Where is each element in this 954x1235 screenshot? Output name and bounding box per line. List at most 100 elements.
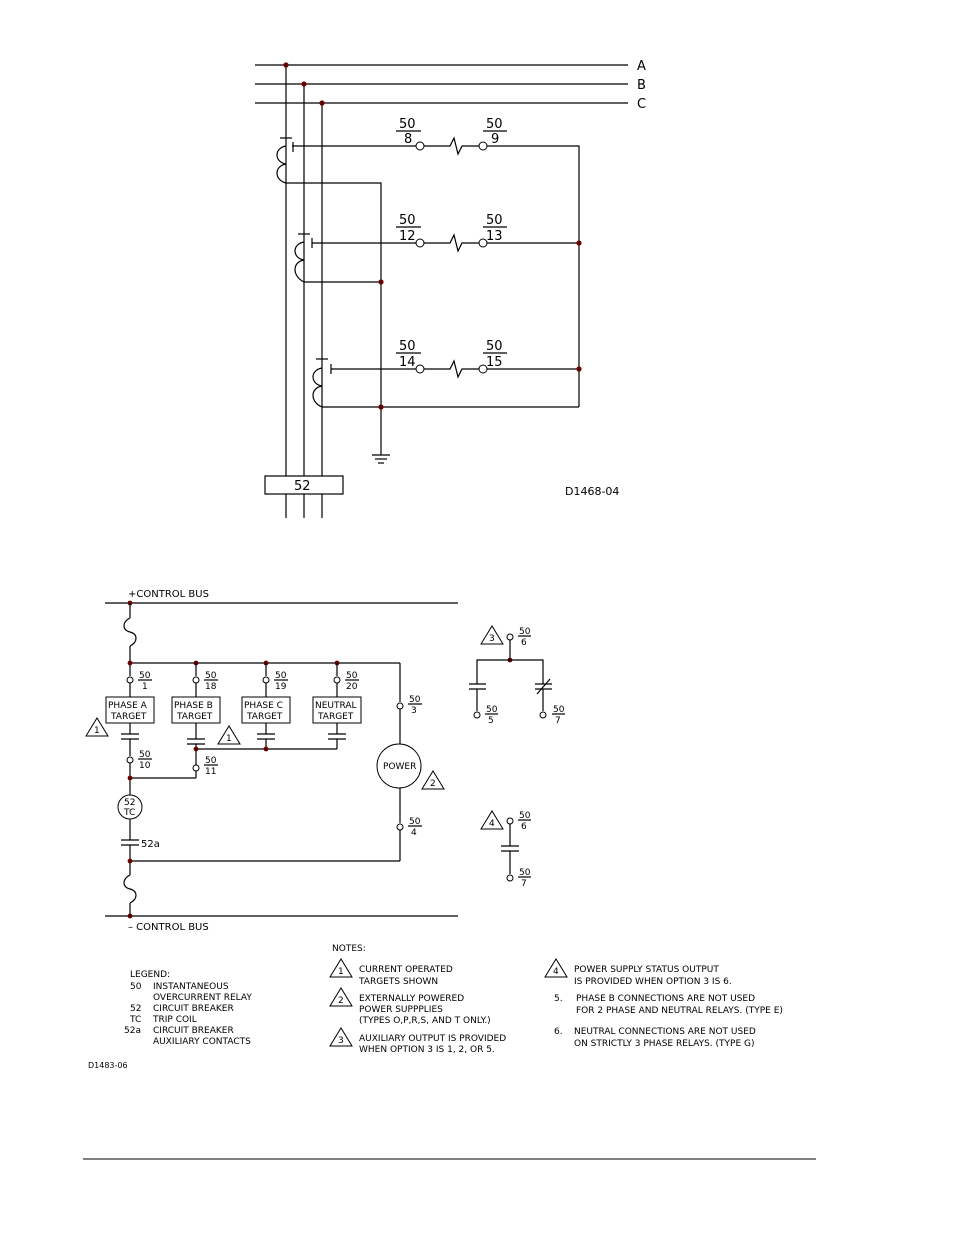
svg-text:19: 19 <box>275 682 287 692</box>
svg-text:50: 50 <box>486 705 498 715</box>
svg-text:4: 4 <box>489 819 495 829</box>
relay-return-bus <box>487 145 580 407</box>
svg-text:6: 6 <box>521 822 527 832</box>
terminal-label-50-11: 50 <box>205 756 217 766</box>
svg-text:10: 10 <box>139 761 151 771</box>
svg-text:TC: TC <box>123 808 135 818</box>
svg-text:OVERCURRENT RELAY: OVERCURRENT RELAY <box>153 993 252 1003</box>
fuse-bottom <box>123 874 137 904</box>
phase-b-label: B <box>637 78 646 93</box>
svg-text:5.: 5. <box>554 994 563 1004</box>
svg-text:PHASE A: PHASE A <box>108 701 148 711</box>
terminal-label-50-14: 50 14 <box>396 339 421 370</box>
junction-dot <box>283 62 289 68</box>
svg-text:6: 6 <box>521 638 527 648</box>
svg-text:CURRENT OPERATED: CURRENT OPERATED <box>359 965 453 975</box>
legend: LEGEND: 50 INSTANTANEOUS OVERCURRENT REL… <box>124 970 252 1047</box>
ct-return-a <box>286 182 382 455</box>
svg-text:PHASE B: PHASE B <box>174 701 213 711</box>
svg-text:EXTERNALLY POWERED: EXTERNALLY POWERED <box>359 994 464 1004</box>
ct-phase-a <box>276 137 294 184</box>
svg-text:14: 14 <box>399 355 416 370</box>
svg-text:TRIP COIL: TRIP COIL <box>152 1015 197 1025</box>
svg-text:11: 11 <box>205 767 216 777</box>
note-5: 5. PHASE B CONNECTIONS ARE NOT USED FOR … <box>554 994 783 1016</box>
svg-text:50: 50 <box>486 213 503 228</box>
drawing-id-bottom: D1483-06 <box>88 1061 128 1070</box>
svg-text:3: 3 <box>489 634 495 644</box>
control-circuit-diagram: +CONTROL BUS – CONTROL BUS 50 1 PHASE A … <box>85 589 458 933</box>
svg-text:50: 50 <box>205 671 217 681</box>
svg-text:1: 1 <box>338 967 344 977</box>
svg-text:WHEN OPTION 3 IS 1, 2, OR 5: WHEN OPTION 3 IS 1, 2, OR 5. <box>359 1045 495 1055</box>
target-phase-a: 50 1 PHASE A TARGET <box>105 671 155 756</box>
svg-text:50: 50 <box>519 811 531 821</box>
svg-text:12: 12 <box>399 229 416 244</box>
note-triangle-1: 1 <box>217 725 241 745</box>
svg-text:52a: 52a <box>124 1026 141 1036</box>
terminal-label-50-10: 50 <box>139 750 151 760</box>
svg-text:TC: TC <box>129 1015 141 1025</box>
svg-text:8: 8 <box>404 132 412 147</box>
svg-text:3: 3 <box>338 1036 344 1046</box>
junction-dot <box>378 279 384 285</box>
svg-text:50: 50 <box>346 671 358 681</box>
breaker-label: 52 <box>294 479 311 494</box>
terminal-label-50-12: 50 12 <box>396 213 421 244</box>
svg-text:50: 50 <box>486 117 503 132</box>
junction-dot <box>576 240 582 246</box>
junction-dot <box>378 404 384 410</box>
phase-c-label: C <box>637 97 646 112</box>
notes-title: NOTES: <box>332 944 366 954</box>
svg-text:50: 50 <box>486 339 503 354</box>
svg-text:50: 50 <box>130 982 142 992</box>
svg-text:TARGET: TARGET <box>110 712 147 722</box>
terminal-label-50-15: 50 15 <box>483 339 507 370</box>
svg-text:5: 5 <box>488 716 494 726</box>
drawing-id-top: D1468-04 <box>565 485 619 498</box>
svg-text:FOR 2 PHASE AND NEUTRAL RELAYS: FOR 2 PHASE AND NEUTRAL RELAYS. (TYPE E) <box>576 1006 783 1016</box>
svg-text:TARGET: TARGET <box>176 712 213 722</box>
relay-element-b <box>415 233 488 253</box>
svg-text:9: 9 <box>491 132 499 147</box>
negative-bus-label: – CONTROL BUS <box>128 922 209 933</box>
note-4: 4 POWER SUPPLY STATUS OUTPUT IS PROVIDED… <box>544 958 732 987</box>
relay-element-c <box>415 359 488 379</box>
svg-text:NEUTRAL: NEUTRAL <box>315 701 357 711</box>
note-3: 3 AUXILIARY OUTPUT IS PROVIDED WHEN OPTI… <box>329 1027 506 1055</box>
relay-element-a <box>415 136 488 156</box>
ground-symbol <box>372 454 390 464</box>
notes: NOTES: 1 CURRENT OPERATED TARGETS SHOWN … <box>329 944 783 1055</box>
terminal-label-50-8: 50 8 <box>396 117 421 147</box>
svg-text:IS PROVIDED WHEN OPTION 3: IS PROVIDED WHEN OPTION 3 IS 6. <box>574 977 732 987</box>
svg-text:50: 50 <box>553 705 565 715</box>
target-neutral: 50 20 NEUTRAL TARGET <box>312 663 362 749</box>
svg-text:3: 3 <box>411 706 417 716</box>
svg-text:CIRCUIT BREAKER: CIRCUIT BREAKER <box>153 1026 234 1036</box>
circuit-breaker-52 <box>264 475 344 495</box>
svg-text:NEUTRAL CONNECTIONS ARE NOT US: NEUTRAL CONNECTIONS ARE NOT USED <box>574 1027 756 1037</box>
svg-text:7: 7 <box>555 716 561 726</box>
note-6: 6. NEUTRAL CONNECTIONS ARE NOT USED ON S… <box>554 1027 756 1049</box>
svg-text:POWER SUPPPLIES: POWER SUPPPLIES <box>359 1005 443 1015</box>
svg-text:TARGET: TARGET <box>317 712 354 722</box>
target-phase-c: 50 19 PHASE C TARGET <box>241 663 291 749</box>
svg-text:TARGETS SHOWN: TARGETS SHOWN <box>358 977 438 987</box>
svg-text:52: 52 <box>130 1004 141 1014</box>
svg-text:1: 1 <box>94 726 100 736</box>
svg-text:(TYPES O,P,R,S, AND T ONLY.): (TYPES O,P,R,S, AND T ONLY.) <box>359 1016 491 1026</box>
positive-bus-label: +CONTROL BUS <box>128 589 209 600</box>
svg-text:7: 7 <box>521 879 527 889</box>
target-phase-b: 50 18 PHASE B TARGET <box>171 663 221 765</box>
three-phase-ct-diagram: A B C <box>255 59 646 518</box>
svg-text:POWER SUPPLY STATUS OUTPUT: POWER SUPPLY STATUS OUTPUT <box>574 965 719 975</box>
svg-text:50: 50 <box>399 339 416 354</box>
svg-text:13: 13 <box>486 229 503 244</box>
svg-text:CIRCUIT BREAKER: CIRCUIT BREAKER <box>153 1004 234 1014</box>
svg-text:50: 50 <box>399 213 416 228</box>
svg-text:18: 18 <box>205 682 217 692</box>
note-2: 2 EXTERNALLY POWERED POWER SUPPPLIES (TY… <box>329 987 491 1026</box>
power-supply-status-output-option-4: 4 50 6 50 7 <box>480 810 531 889</box>
note-triangle-1: 1 <box>85 717 109 737</box>
